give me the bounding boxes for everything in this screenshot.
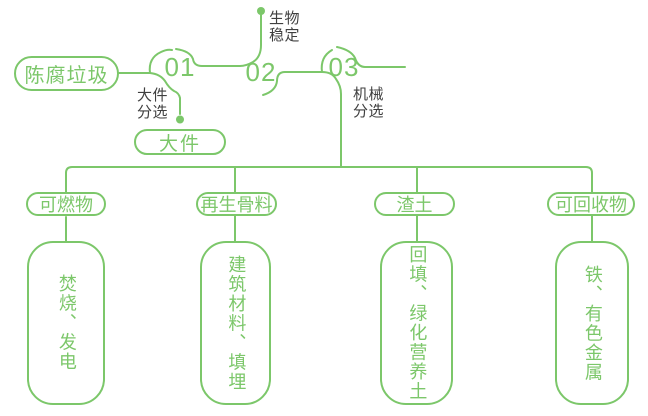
category-node-aggregate: 再生骨料 <box>196 192 277 216</box>
step-number-03: 03 <box>328 52 360 82</box>
category-node-slag: 渣土 <box>374 192 455 216</box>
output-text-aggregate: 建筑材料、填埋 <box>226 254 247 392</box>
line-01-to-02 <box>175 48 241 67</box>
label-bio-stabilization: 生物 稳定 <box>269 10 301 44</box>
output-box-combustible: 焚烧、发电 <box>27 241 105 405</box>
line-03-drop <box>321 71 342 168</box>
line-02-to-03 <box>262 71 323 96</box>
category-node-recyclable: 可回收物 <box>547 192 635 216</box>
distribution-line <box>65 166 593 193</box>
bio-branch-line <box>239 14 262 67</box>
label-bulky-sorting: 大件 分选 <box>137 87 169 121</box>
label-mechanical-sorting: 机械 分选 <box>353 86 385 120</box>
step-number-02: 02 <box>245 57 277 87</box>
output-text-combustible: 焚烧、发电 <box>56 274 77 372</box>
source-node: 陈腐垃圾 <box>14 56 119 91</box>
category-node-combustible: 可燃物 <box>26 192 106 216</box>
hook-01-left <box>148 48 173 74</box>
line-03-exit <box>336 46 406 68</box>
bulky-branch-dot <box>176 115 184 124</box>
line-01-drop-to-bulky <box>149 72 181 115</box>
output-box-slag: 回填、绿化营养土 <box>380 241 453 405</box>
hook-03-left <box>320 49 333 73</box>
output-text-recyclable: 铁、有色金属 <box>582 264 603 382</box>
output-box-aggregate: 建筑材料、填埋 <box>200 241 271 405</box>
output-text-slag: 回填、绿化营养土 <box>407 245 428 401</box>
bulky-output-node: 大件 <box>134 129 226 155</box>
step-number-01: 01 <box>164 52 196 82</box>
output-box-recyclable: 铁、有色金属 <box>555 241 629 405</box>
bio-branch-dot <box>257 7 265 15</box>
